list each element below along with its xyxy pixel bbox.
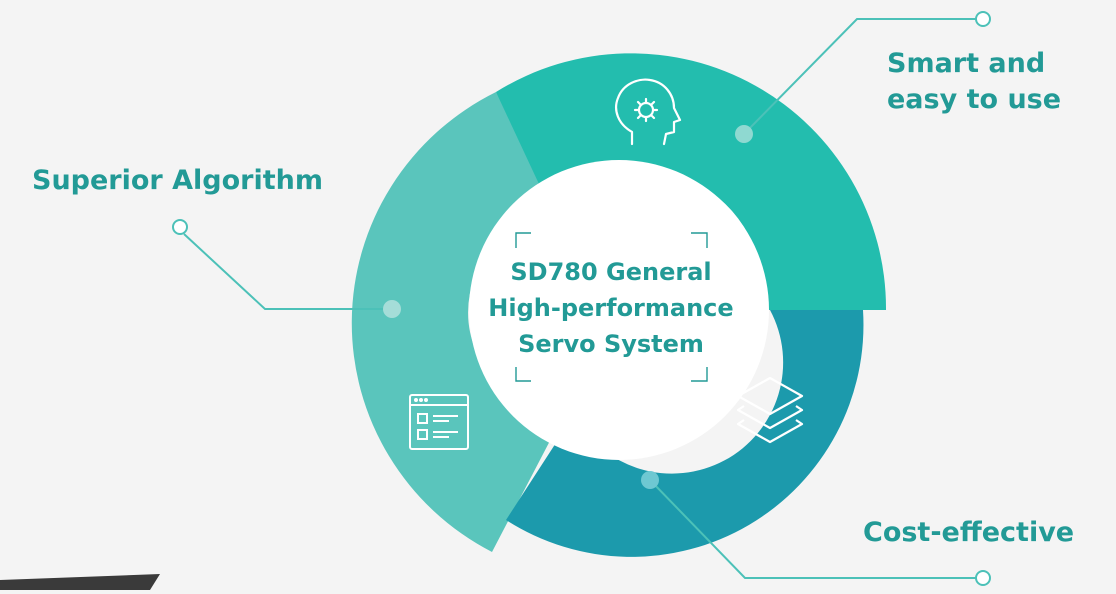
window-list-icon	[409, 394, 469, 450]
smart-segment	[496, 53, 887, 311]
cost-segment	[506, 310, 864, 557]
center-title: SD780 General High-performance Servo Sys…	[470, 254, 752, 362]
center-title-line3: Servo System	[518, 330, 704, 358]
smart-label-line2: easy to use	[887, 84, 1062, 115]
center-title-line1: SD780 General	[510, 258, 712, 286]
cost-label: Cost-effective	[863, 517, 1075, 548]
head-gear-icon	[615, 78, 682, 146]
smart-connector	[735, 11, 991, 143]
center-circle	[469, 160, 769, 460]
smart-label-line1: Smart and	[887, 48, 1046, 79]
algorithm-label: Superior Algorithm	[32, 165, 324, 196]
cost-connector	[641, 471, 991, 586]
algorithm-connector	[172, 219, 401, 318]
center-title-line2: High-performance	[488, 294, 734, 322]
smart-label: Smart and easy to use	[887, 46, 1097, 118]
corner-shadow	[0, 574, 160, 590]
center-brackets	[515, 232, 708, 382]
layers-icon	[736, 376, 804, 444]
